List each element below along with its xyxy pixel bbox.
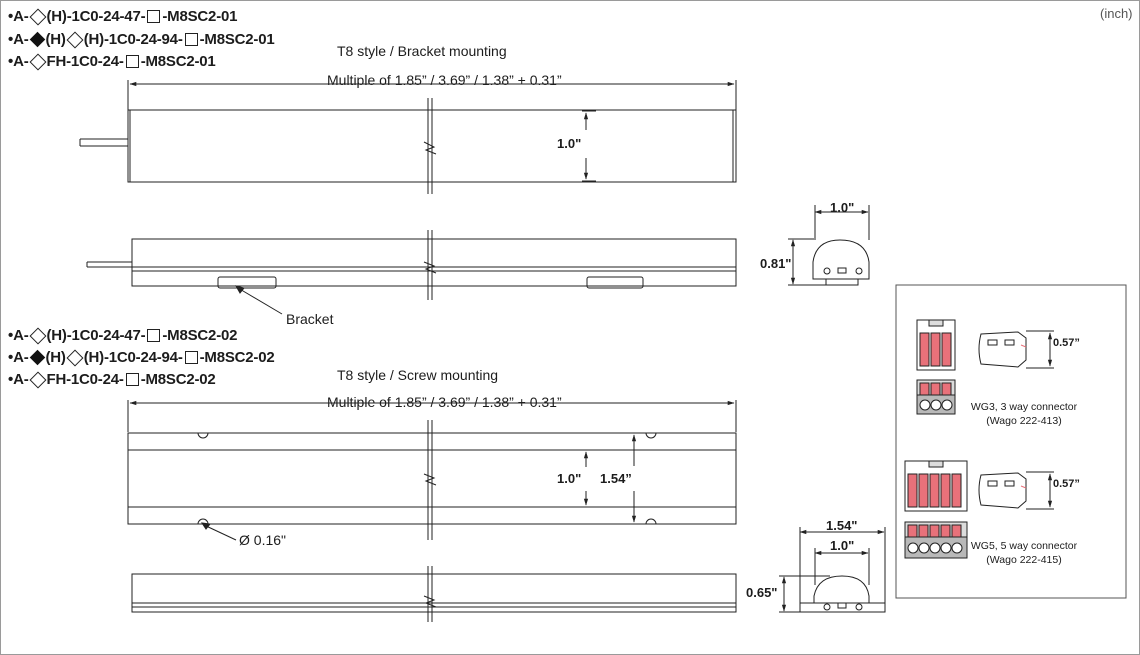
connector1-end-view <box>916 379 956 415</box>
connector1-caption: WG3, 3 way connector (Wago 222-413) <box>962 400 1086 428</box>
empty-square-icon <box>147 10 161 24</box>
empty-square-icon <box>147 329 161 343</box>
height-label-2: 1.0" <box>557 471 582 486</box>
model-code-5: •A-(H)(H)-1C0-24-94--M8SC2-02 <box>8 349 275 367</box>
model-code-2: •A-(H)(H)-1C0-24-94--M8SC2-01 <box>8 31 275 49</box>
screw-side-view <box>131 566 737 622</box>
connector1-side-view <box>978 330 1054 369</box>
hole-diameter-label: Ø 0.16" <box>239 532 286 548</box>
style-title-bracket: T8 style / Bracket mounting <box>337 43 507 59</box>
connector1-dim-label: 0.57” <box>1053 337 1080 349</box>
empty-square-icon <box>125 55 139 69</box>
connector2-end-view <box>904 521 968 559</box>
height2-label: 1.54” <box>600 471 632 486</box>
model-code-3: •A-FH-1C0-24--M8SC2-01 <box>8 53 216 71</box>
model-code-4: •A-(H)-1C0-24-47--M8SC2-02 <box>8 327 238 345</box>
connector1-part: (Wago 222-413) <box>986 415 1062 427</box>
style-title-screw: T8 style / Screw mounting <box>337 367 499 383</box>
connector1-name: WG3, 3 way connector <box>970 401 1078 413</box>
height-label-1: 1.0" <box>557 136 582 151</box>
model-code-6: •A-FH-1C0-24--M8SC2-02 <box>8 371 216 389</box>
profile2-outer-width-label: 1.54" <box>826 518 858 533</box>
model-code-1: •A-(H)-1C0-24-47--M8SC2-01 <box>8 8 238 26</box>
connector2-name: WG5, 5 way connector <box>970 540 1078 552</box>
profile1-cross-section <box>788 205 870 286</box>
profile1-height-label: 0.81" <box>760 256 792 271</box>
profile2-height-label: 0.65" <box>746 585 778 600</box>
connector2-side-view <box>978 471 1054 510</box>
bracket-label: Bracket <box>286 311 334 327</box>
unit-label: (inch) <box>1100 6 1133 21</box>
profile2-inner-width-label: 1.0" <box>830 538 855 553</box>
connector2-top-view <box>904 460 968 512</box>
empty-square-icon <box>184 351 198 365</box>
profile2-cross-section <box>779 527 886 613</box>
connector-panel <box>895 284 1127 599</box>
empty-square-icon <box>184 33 198 47</box>
connector2-part: (Wago 222-415) <box>986 554 1062 566</box>
connector1-top-view <box>916 319 956 371</box>
empty-square-icon <box>125 373 139 387</box>
bracket-top-view <box>79 80 737 194</box>
connector2-caption: WG5, 5 way connector (Wago 222-415) <box>962 539 1086 567</box>
connector2-dim-label: 0.57” <box>1053 478 1080 490</box>
screw-top-view <box>127 400 737 541</box>
bracket-side-view <box>86 230 737 315</box>
